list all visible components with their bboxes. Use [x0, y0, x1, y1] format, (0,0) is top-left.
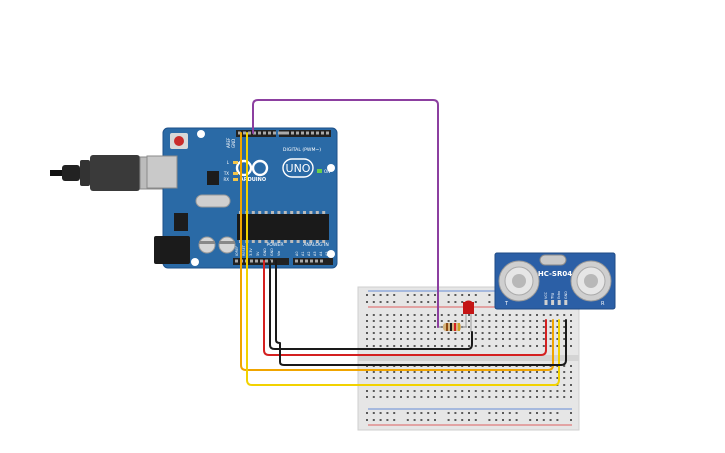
arduino-model-label: UNO [286, 162, 311, 175]
analog-pin-label: A3 [313, 252, 317, 256]
power-header-label: POWER [266, 242, 284, 248]
analog-pin-label: A1 [301, 252, 305, 256]
on-label: ON [324, 169, 330, 174]
wire-black-led [269, 260, 473, 350]
wires [240, 99, 567, 386]
led-tx [233, 172, 238, 175]
transducer-right [570, 260, 612, 302]
analog-pin-label: A0 [295, 252, 299, 256]
reset-button [174, 136, 184, 146]
resistor [437, 323, 467, 331]
sensor-pin [564, 300, 568, 305]
power-pin-label: RESET [242, 244, 246, 256]
wire-black-sensor [275, 260, 567, 366]
digital-header-label: DIGITAL (PWM~) [283, 147, 321, 153]
sensor-letter-t: T [504, 301, 509, 307]
analog-pin-label: A2 [307, 252, 311, 256]
wire-orange [240, 132, 554, 371]
power-pin-label: GND [263, 248, 267, 256]
power-pin-label: Vin [277, 251, 281, 256]
on-led [317, 169, 322, 173]
led-rx-label: RX [223, 177, 229, 182]
power-pin-label: 5V [256, 251, 260, 256]
sensor-pin [557, 300, 561, 305]
power-pin-label: 3.3V [249, 248, 253, 256]
arduino-logo [235, 158, 314, 178]
wire-purple [252, 99, 439, 328]
aref-label: AREF [226, 137, 231, 148]
power-pin-label: GND [270, 248, 274, 256]
power-pin-label: IOREF [235, 246, 239, 256]
atmega-chip [237, 214, 329, 240]
wire-yellow [246, 132, 560, 386]
transducer-left [498, 260, 540, 302]
analog-pin-label: A4 [319, 252, 323, 256]
sensor-pin-label: Echo [557, 291, 561, 299]
sensor-name: HC-SR04 [538, 270, 572, 278]
analog-pin-label: A5 [325, 252, 329, 256]
led-l-label: L [227, 160, 230, 165]
sensor-letter-r: R [601, 301, 605, 307]
gnd-label: GND [231, 139, 236, 148]
sensor-pin-label: VCC [544, 291, 548, 299]
sensor-pin-label: GND [564, 291, 568, 299]
arduino-uno-board: UNO ARDUINO DIGITAL (PWM~) POWER ANALOG … [146, 127, 338, 269]
digital-header-low [279, 130, 331, 137]
led-rx [233, 178, 238, 181]
crystal [539, 254, 567, 266]
sensor-pin [544, 300, 548, 305]
analog-header-label: ANALOG IN [303, 242, 329, 248]
wire-red [263, 260, 547, 356]
led-tx-label: TX [223, 171, 229, 176]
red-led [463, 300, 474, 332]
sensor-pin-label: Trig [551, 293, 555, 300]
arduino-logo-text: ARDUINO [240, 177, 266, 183]
sensor-pin [551, 300, 555, 305]
led-l [233, 161, 238, 164]
